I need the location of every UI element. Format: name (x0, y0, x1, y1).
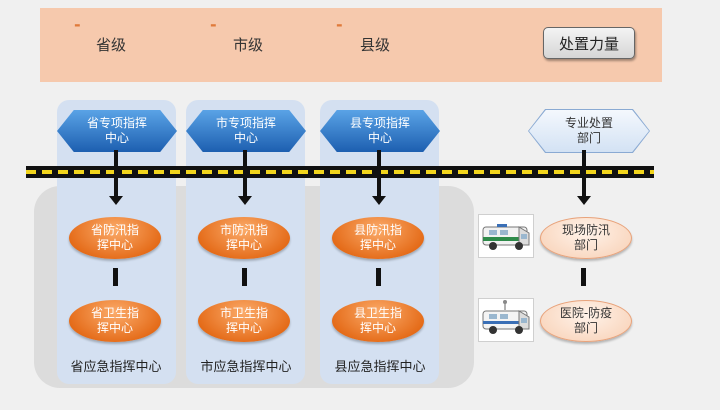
arrow-shaft (114, 150, 118, 196)
level-dash: - (336, 15, 343, 34)
epidemic-vehicle-image (478, 298, 534, 342)
hex-label: 省专项指挥中心 (86, 116, 147, 145)
oval-county-health-center[interactable]: 县卫生指挥中心 (332, 300, 424, 342)
oval-field-flood-dept[interactable]: 现场防汛部门 (540, 217, 632, 259)
oval-label: 市卫生指挥中心 (219, 306, 268, 335)
level-dash: - (210, 15, 217, 34)
oval-province-flood-center[interactable]: 省防汛指挥中心 (69, 217, 161, 259)
down-arrow-icon (109, 196, 123, 205)
hex-label: 专业处置部门 (564, 116, 613, 145)
oval-label: 现场防汛部门 (561, 223, 610, 252)
oval-label: 省卫生指挥中心 (90, 306, 139, 335)
dashed-separator-line (26, 166, 654, 178)
arrow-shaft (582, 150, 586, 196)
oval-label: 医院-防疫部门 (559, 306, 613, 335)
oval-hospital-epidemic-dept[interactable]: 医院-防疫部门 (540, 300, 632, 342)
oval-label: 县防汛指挥中心 (353, 223, 402, 252)
connector-bar (113, 268, 118, 286)
van-icon (482, 224, 530, 250)
oval-city-flood-center[interactable]: 市防汛指挥中心 (198, 217, 290, 259)
connector-bar (376, 268, 381, 286)
oval-city-health-center[interactable]: 市卫生指挥中心 (198, 300, 290, 342)
hex-county-special-center[interactable]: 县专项指挥中心 (320, 110, 440, 152)
arrow-shaft (377, 150, 381, 196)
oval-province-health-center[interactable]: 省卫生指挥中心 (69, 300, 161, 342)
level-label-county: 县级 (360, 36, 391, 54)
level-label-province: 省级 (96, 36, 127, 54)
connector-bar (581, 268, 586, 286)
caption-province-emergency-center: 省应急指挥中心 (70, 360, 162, 375)
oval-label: 市防汛指挥中心 (219, 223, 268, 252)
legend-button[interactable]: 处置力量 (543, 27, 635, 59)
down-arrow-icon (238, 196, 252, 205)
hex-city-special-center[interactable]: 市专项指挥中心 (186, 110, 306, 152)
oval-county-flood-center[interactable]: 县防汛指挥中心 (332, 217, 424, 259)
van-icon (482, 300, 530, 334)
down-arrow-icon (372, 196, 386, 205)
hex-label: 市专项指挥中心 (215, 116, 276, 145)
hex-label: 县专项指挥中心 (349, 116, 410, 145)
flood-vehicle-image (478, 214, 534, 258)
oval-label: 省防汛指挥中心 (90, 223, 139, 252)
level-dash: - (74, 15, 81, 34)
oval-label: 县卫生指挥中心 (353, 306, 402, 335)
hex-province-special-center[interactable]: 省专项指挥中心 (57, 110, 177, 152)
down-arrow-icon (577, 196, 591, 205)
caption-county-emergency-center: 县应急指挥中心 (334, 360, 426, 375)
hex-professional-dept[interactable]: 专业处置部门 (529, 110, 649, 152)
connector-bar (242, 268, 247, 286)
caption-city-emergency-center: 市应急指挥中心 (200, 360, 292, 375)
level-label-city: 市级 (233, 36, 264, 54)
arrow-shaft (243, 150, 247, 196)
